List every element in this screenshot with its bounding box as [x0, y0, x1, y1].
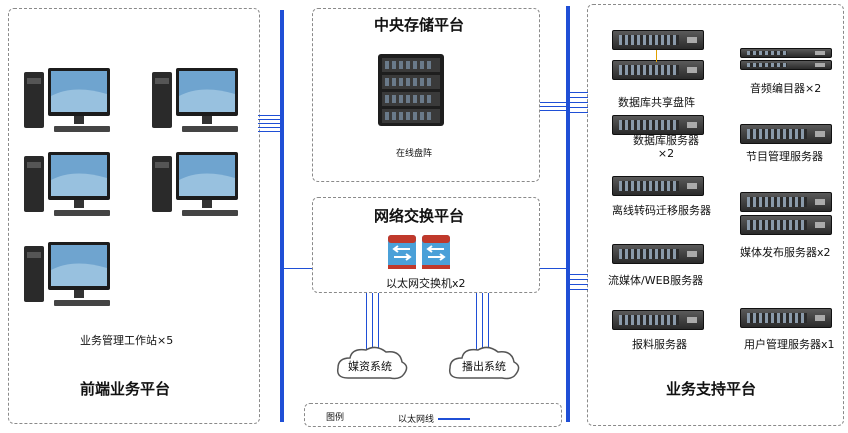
workstation-icon	[24, 152, 110, 216]
workstation-icon	[152, 152, 238, 216]
disk-array-icon	[612, 60, 704, 80]
legend-ethernet-label: 以太网线	[398, 415, 435, 425]
workstation-label: 业务管理工作站×5	[80, 334, 174, 347]
workstation-icon	[24, 242, 110, 306]
server-icon	[612, 30, 704, 50]
cloud-icon	[336, 346, 408, 380]
server-icon	[612, 244, 704, 264]
frontend-title: 前端业务平台	[80, 380, 171, 398]
support-left-label-2: 离线转码迁移服务器	[612, 204, 711, 217]
support-right-label-3: 用户管理服务器x1	[744, 338, 835, 351]
support-left-label-4: 报料服务器	[632, 338, 687, 351]
server-icon	[740, 308, 832, 328]
support-title: 业务支持平台	[666, 380, 757, 398]
switch-label: 以太网交换机x2	[386, 277, 466, 290]
support-right-label-1: 节目管理服务器	[746, 150, 823, 163]
support-left-label-3: 流媒体/WEB服务器	[608, 274, 704, 287]
media-system-label: 媒资系统	[348, 360, 392, 373]
broadcast-system-label: 播出系统	[462, 360, 506, 373]
server-icon	[612, 310, 704, 330]
storage-backplane-link	[656, 50, 657, 62]
disk-array-icon	[378, 54, 444, 126]
audio-encoder-icon	[740, 48, 832, 58]
audio-encoder-icon	[740, 60, 832, 70]
legend-panel	[304, 403, 562, 427]
server-icon	[740, 215, 832, 235]
workstation-icon	[152, 68, 238, 132]
server-icon	[612, 115, 704, 135]
legend-ethernet-line	[438, 418, 470, 420]
network-left-link	[284, 268, 312, 269]
ethernet-switch-icon	[422, 235, 450, 269]
support-right-label-0: 音频编目器×2	[750, 82, 822, 95]
support-left-label-0: 数据库共享盘阵	[618, 96, 695, 109]
storage-title: 中央存储平台	[374, 16, 465, 34]
left-ethernet-bus	[280, 10, 284, 422]
legend-title: 图例	[326, 413, 345, 423]
network-title: 网络交换平台	[374, 207, 465, 225]
server-icon	[740, 192, 832, 212]
disk-array-label: 在线盘阵	[396, 149, 433, 159]
ethernet-switch-icon	[388, 235, 416, 269]
server-icon	[612, 176, 704, 196]
right-ethernet-bus	[566, 6, 570, 422]
support-left-label-1: 数据库服务器 ×2	[633, 134, 699, 160]
server-icon	[740, 124, 832, 144]
cloud-icon	[448, 346, 520, 380]
workstation-icon	[24, 68, 110, 132]
support-right-label-2: 媒体发布服务器x2	[740, 246, 831, 259]
network-right-link	[540, 268, 566, 269]
